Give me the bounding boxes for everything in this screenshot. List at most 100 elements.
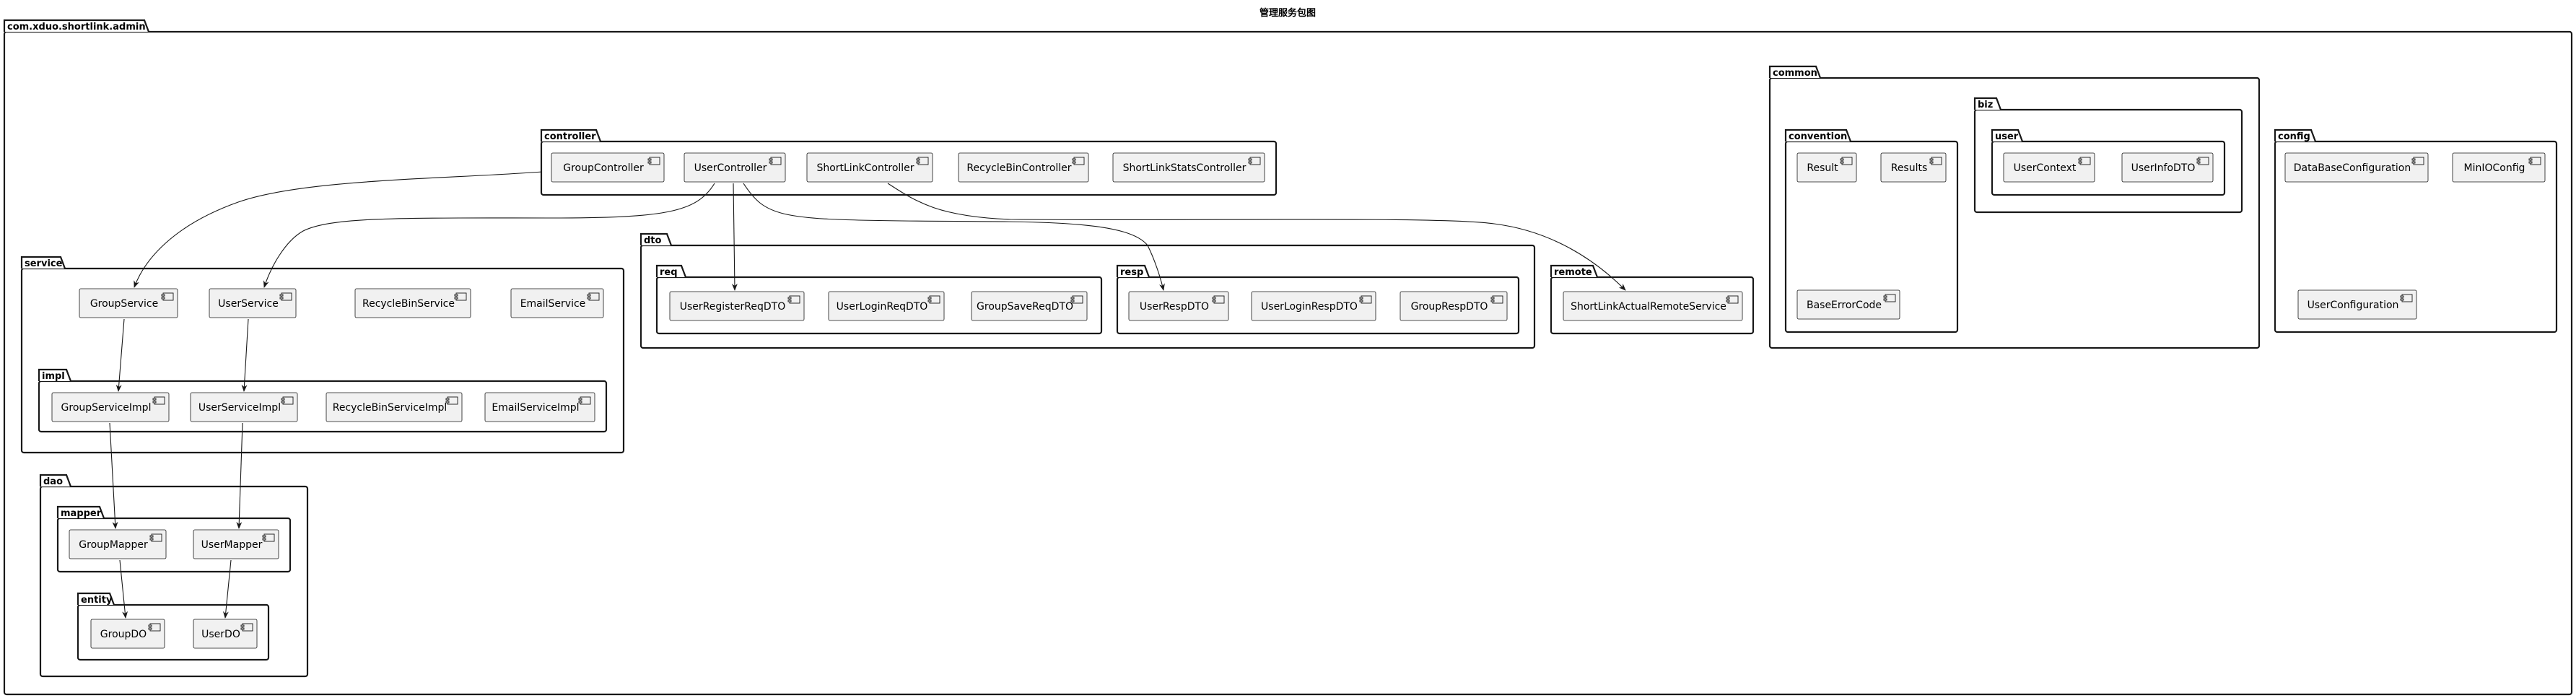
component-EmailService[interactable]: EmailService [510,288,604,318]
component-label: DataBaseConfiguration [2294,162,2411,174]
component-box[interactable] [1128,291,1229,321]
component-box[interactable] [806,152,933,183]
component-Results[interactable]: Results [1880,152,1947,183]
dependency-arrow-UserController-to-UserService [263,183,715,288]
component-box[interactable] [2121,152,2214,183]
component-UserServiceImpl[interactable]: UserServiceImpl [190,392,298,422]
component-box[interactable] [69,529,167,559]
component-box[interactable] [2452,152,2546,183]
component-label: UserConfiguration [2308,300,2399,311]
component-label: Result [1807,162,1838,174]
component-box[interactable] [2284,152,2429,183]
component-box[interactable] [79,288,178,318]
component-UserContext[interactable]: UserContext [2003,152,2095,183]
component-UserService[interactable]: UserService [209,288,297,318]
component-UserRegisterReqDTO[interactable]: UserRegisterReqDTO [669,291,805,321]
component-box[interactable] [354,288,471,318]
component-UserLoginRespDTO[interactable]: UserLoginRespDTO [1251,291,1376,321]
package-frame [2274,140,2558,333]
dependency-arrow-UserController-to-UserRegisterReqDTO [731,183,738,291]
component-label: UserMapper [201,539,263,551]
component-label: UserRegisterReqDTO [680,301,786,313]
component-box[interactable] [190,392,298,422]
component-GroupRespDTO[interactable]: GroupRespDTO [1400,291,1508,321]
component-box[interactable] [326,392,463,422]
package-tab [1973,97,2002,110]
component-box[interactable] [1112,152,1265,183]
component-DataBaseConfiguration[interactable]: DataBaseConfiguration [2284,152,2429,183]
package-tab [540,128,602,142]
component-Result[interactable]: Result [1796,152,1857,183]
component-box[interactable] [1400,291,1508,321]
dependency-arrow-UserController-to-UserRespDTO [743,183,1165,291]
component-box[interactable] [2003,152,2095,183]
component-box[interactable] [484,392,595,422]
component-icon [240,623,253,632]
component-UserRespDTO[interactable]: UserRespDTO [1128,291,1229,321]
package-tab [39,474,72,487]
component-RecycleBinServiceImpl[interactable]: RecycleBinServiceImpl [326,392,463,422]
component-box[interactable] [1880,152,1947,183]
component-box[interactable] [2297,289,2417,320]
component-box[interactable] [684,152,786,183]
component-box[interactable] [669,291,805,321]
component-GroupMapper[interactable]: GroupMapper [69,529,167,559]
component-GroupServiceImpl[interactable]: GroupServiceImpl [51,392,170,422]
component-BaseErrorCode[interactable]: BaseErrorCode [1796,289,1900,320]
component-label: ShortLinkActualRemoteService [1571,301,1726,313]
component-UserController[interactable]: UserController [684,152,786,183]
component-RecycleBinController[interactable]: RecycleBinController [958,152,1089,183]
component-box[interactable] [1563,291,1743,321]
component-label: MinIOConfig [2464,162,2525,174]
component-icon [262,533,275,542]
component-MinIOConfig[interactable]: MinIOConfig [2452,152,2546,183]
package-label: resp [1120,267,1143,278]
component-label: GroupController [563,162,644,174]
component-icon [1883,294,1896,302]
package-tab [1784,128,1852,142]
component-box[interactable] [828,291,945,321]
component-box[interactable] [209,288,297,318]
component-ShortLinkStatsController[interactable]: ShortLinkStatsController [1112,152,1265,183]
component-GroupDO[interactable]: GroupDO [90,619,165,649]
component-box[interactable] [90,619,165,649]
component-icon [152,396,165,405]
component-box[interactable] [971,291,1088,321]
package-label: com.xduo.shortlink.admin [7,22,146,32]
component-RecycleBinService[interactable]: RecycleBinService [354,288,471,318]
component-box[interactable] [551,152,665,183]
component-box[interactable] [193,529,279,559]
component-label: RecycleBinServiceImpl [333,402,447,414]
package-label: common [1773,68,1817,79]
component-UserConfiguration[interactable]: UserConfiguration [2297,289,2417,320]
package-frame [1784,140,1959,333]
component-icon [148,623,161,632]
component-label: UserLoginReqDTO [837,301,928,313]
component-label: Results [1891,162,1928,174]
component-UserLoginReqDTO[interactable]: UserLoginReqDTO [828,291,945,321]
component-box[interactable] [1796,289,1900,320]
component-label: GroupSaveReqDTO [977,301,1073,313]
component-icon [1359,295,1372,304]
component-icon [578,396,591,405]
component-UserDO[interactable]: UserDO [193,619,258,649]
component-box[interactable] [1251,291,1376,321]
component-UserInfoDTO[interactable]: UserInfoDTO [2121,152,2214,183]
component-box[interactable] [958,152,1089,183]
component-icon [787,295,800,304]
component-label: GroupDO [100,629,147,640]
component-ShortLinkActualRemoteService[interactable]: ShortLinkActualRemoteService [1563,291,1743,321]
package-label: req [660,267,678,278]
component-icon [916,157,929,165]
component-box[interactable] [51,392,170,422]
component-icon [454,292,467,301]
component-EmailServiceImpl[interactable]: EmailServiceImpl [484,392,595,422]
component-label: UserServiceImpl [198,402,281,414]
component-UserMapper[interactable]: UserMapper [193,529,279,559]
component-box[interactable] [510,288,604,318]
component-GroupController[interactable]: GroupController [551,152,665,183]
component-GroupSaveReqDTO[interactable]: GroupSaveReqDTO [971,291,1088,321]
component-ShortLinkController[interactable]: ShortLinkController [806,152,933,183]
component-GroupService[interactable]: GroupService [79,288,178,318]
